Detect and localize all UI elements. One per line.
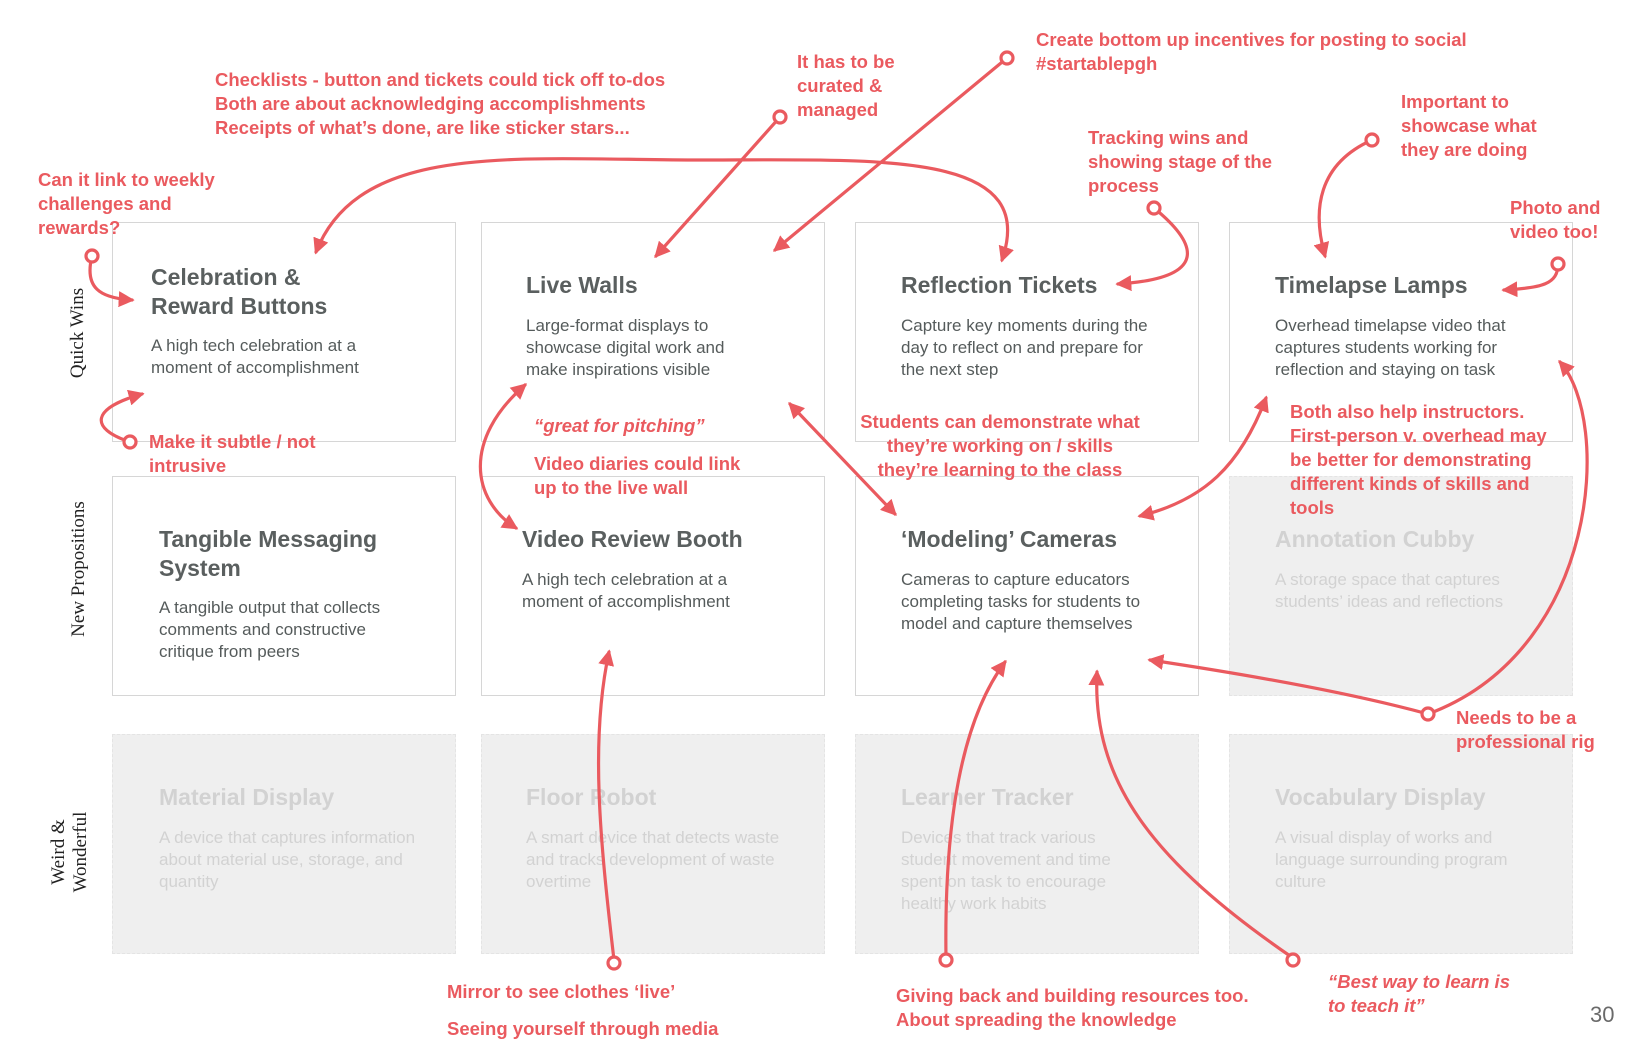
- anchor-giving-back: [938, 952, 954, 968]
- card-title: Live Walls: [526, 272, 638, 298]
- note-giving-back: Giving back and building resources too. …: [896, 985, 1249, 1030]
- card-description: Capture key moments during the day to re…: [901, 316, 1148, 379]
- note-video-diaries: Video diaries could link up to the live …: [534, 453, 741, 498]
- card-video-review-booth: Video Review Booth A high tech celebrati…: [481, 476, 825, 696]
- arrow-mirror-to-video-booth: [596, 649, 616, 962]
- note-seeing-yourself: Seeing yourself through media: [447, 1018, 719, 1039]
- card-description: A tangible output that collects comments…: [159, 598, 381, 661]
- note-incentives: Create bottom up incentives for posting …: [1036, 29, 1467, 74]
- arrow-best-way-to-modeling: [1088, 669, 1295, 960]
- card-description: A smart device that detects waste and tr…: [526, 828, 780, 891]
- note-weekly-challenges: Can it link to weekly challenges and rew…: [38, 169, 215, 238]
- anchor-weekly: [84, 248, 100, 264]
- arrow-rig-to-modeling: [1147, 654, 1430, 716]
- note-help-instructors: Both also help instructors. First-person…: [1290, 401, 1547, 518]
- card-description: A storage space that captures students’ …: [1275, 570, 1504, 611]
- card-title: Floor Robot: [526, 784, 657, 810]
- arrow-photo-to-timelapse: [1501, 262, 1560, 298]
- note-make-subtle: Make it subtle / not intrusive: [149, 431, 316, 476]
- card-description: A visual display of works and language s…: [1275, 828, 1508, 891]
- arrow-rig-to-timelapse: [1426, 360, 1589, 716]
- arrow-subtle-to-celebration: [99, 389, 145, 444]
- card-description: Overhead timelapse video that captures s…: [1275, 316, 1506, 379]
- card-title: Tangible Messaging System: [159, 526, 378, 581]
- arrow-weekly-to-celebration: [88, 254, 135, 308]
- note-mirror: Mirror to see clothes ‘live’: [447, 981, 676, 1002]
- note-great-for-pitching: “great for pitching”: [534, 415, 705, 436]
- arrow-giving-back-to-modeling: [944, 659, 1007, 960]
- note-students-demonstrate: Students can demonstrate what they’re wo…: [830, 410, 1170, 482]
- anchor-curated: [772, 109, 788, 125]
- note-photo-video: Photo and video too!: [1510, 197, 1601, 242]
- arrow-checklists-double: [313, 157, 1014, 263]
- card-description: Large-format displays to showcase digita…: [526, 316, 725, 379]
- card-title: Annotation Cubby: [1275, 526, 1475, 552]
- card-floor-robot: Floor Robot A smart device that detects …: [481, 734, 825, 954]
- card-title: Vocabulary Display: [1275, 784, 1486, 810]
- card-material-display: Material Display A device that captures …: [112, 734, 456, 954]
- card-annotation-cubby: Annotation Cubby A storage space that ca…: [1229, 476, 1573, 696]
- note-checklists: Checklists - button and tickets could ti…: [215, 68, 735, 140]
- arrow-incentives-to-live-walls: [772, 56, 1009, 252]
- arrow-live-walls-video-booth: [478, 383, 528, 530]
- arrow-showcase-to-timelapse: [1313, 138, 1374, 259]
- note-tracking-wins: Tracking wins and showing stage of the p…: [1088, 127, 1272, 196]
- anchor-mirror: [606, 955, 622, 971]
- anchor-subtle: [122, 434, 138, 450]
- card-description: A high tech celebration at a moment of a…: [522, 570, 730, 611]
- arrow-curated-to-live-walls: [654, 115, 782, 258]
- card-tangible-messaging-system: Tangible Messaging System A tangible out…: [112, 476, 456, 696]
- anchor-rig: [1420, 706, 1436, 722]
- anchor-showcase: [1364, 132, 1380, 148]
- note-line: Checklists - button and tickets could ti…: [215, 69, 666, 90]
- note-line: Receipts of what’s done, are like sticke…: [215, 117, 630, 138]
- note-best-way-to-learn: “Best way to learn is to teach it”: [1328, 971, 1510, 1016]
- card-title: ‘Modeling’ Cameras: [901, 526, 1118, 552]
- note-line: they’re working on / skills: [886, 435, 1114, 456]
- card-title: Material Display: [159, 784, 335, 810]
- card-description: A high tech celebration at a moment of a…: [151, 336, 359, 377]
- card-description: Cameras to capture educators completing …: [901, 570, 1141, 633]
- note-important-showcase: Important to showcase what they are doin…: [1401, 91, 1537, 160]
- anchor-incentives: [999, 50, 1015, 66]
- card-timelapse-lamps: Timelapse Lamps Overhead timelapse video…: [1229, 222, 1573, 442]
- arrow-instructors-double: [1137, 395, 1269, 521]
- note-professional-rig: Needs to be a professional rig: [1456, 707, 1595, 752]
- card-title: Video Review Booth: [522, 526, 743, 552]
- page-number: 30: [1590, 1002, 1615, 1027]
- card-description: A device that captures information about…: [159, 828, 416, 891]
- card-title: Reflection Tickets: [901, 272, 1098, 298]
- arrow-demonstrate-double: [788, 402, 897, 516]
- card-title: Timelapse Lamps: [1275, 272, 1468, 298]
- note-curated: It has to be curated & managed: [797, 51, 895, 120]
- anchor-tracking: [1146, 200, 1162, 216]
- card-vocabulary-display: Vocabulary Display A visual display of w…: [1229, 734, 1573, 954]
- card-title: Celebration & Reward Buttons: [151, 264, 328, 319]
- arrow-tracking-to-reflection: [1115, 206, 1189, 292]
- card-title: Learner Tracker: [901, 784, 1074, 810]
- note-line: they’re learning to the class: [877, 459, 1123, 480]
- anchor-best-way: [1285, 952, 1301, 968]
- card-learner-tracker: Learner Tracker Devices that track vario…: [855, 734, 1199, 954]
- card-modeling-cameras: ‘Modeling’ Cameras Cameras to capture ed…: [855, 476, 1199, 696]
- note-line: Students can demonstrate what: [860, 411, 1140, 432]
- anchor-photo: [1550, 256, 1566, 272]
- note-line: Both are about acknowledging accomplishm…: [215, 93, 646, 114]
